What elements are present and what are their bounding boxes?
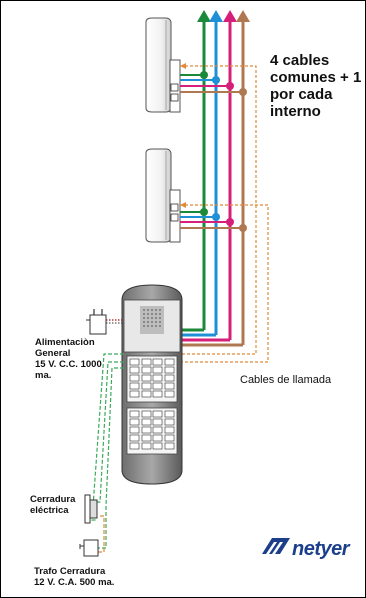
handset-2-connections [180,208,247,232]
arrow-up-icon [223,10,237,22]
handset-1-connections [180,71,247,96]
brand-logo-icon [262,538,290,554]
lock-cables [91,353,124,553]
intercom-handset-icon [145,148,181,243]
common-cables [197,10,250,345]
power-supply-label: Alimentaciòn General 15 V. C.C. 1000 ma. [35,337,102,381]
power-adapter-icon [86,309,124,335]
arrow-up-icon [209,10,223,22]
arrow-up-icon [236,10,250,22]
door-panel-icon [121,284,183,485]
arrow-up-icon [197,10,211,22]
call-cables [180,63,269,363]
electric-lock-icon [84,494,98,524]
call-cables-label: Cables de llamada [240,374,332,386]
panel-connections [181,328,243,347]
diagram-title: 4 cables comunes + 1 por cada interno [270,52,362,120]
transformer-icon [79,539,99,557]
transformer-label: Trafo Cerradura 12 V. C.A. 500 ma. [34,566,115,588]
electric-lock-label: Cerradura eléctrica [30,494,76,516]
intercom-handset-icon [145,17,181,113]
brand-name: netyer [292,538,350,560]
